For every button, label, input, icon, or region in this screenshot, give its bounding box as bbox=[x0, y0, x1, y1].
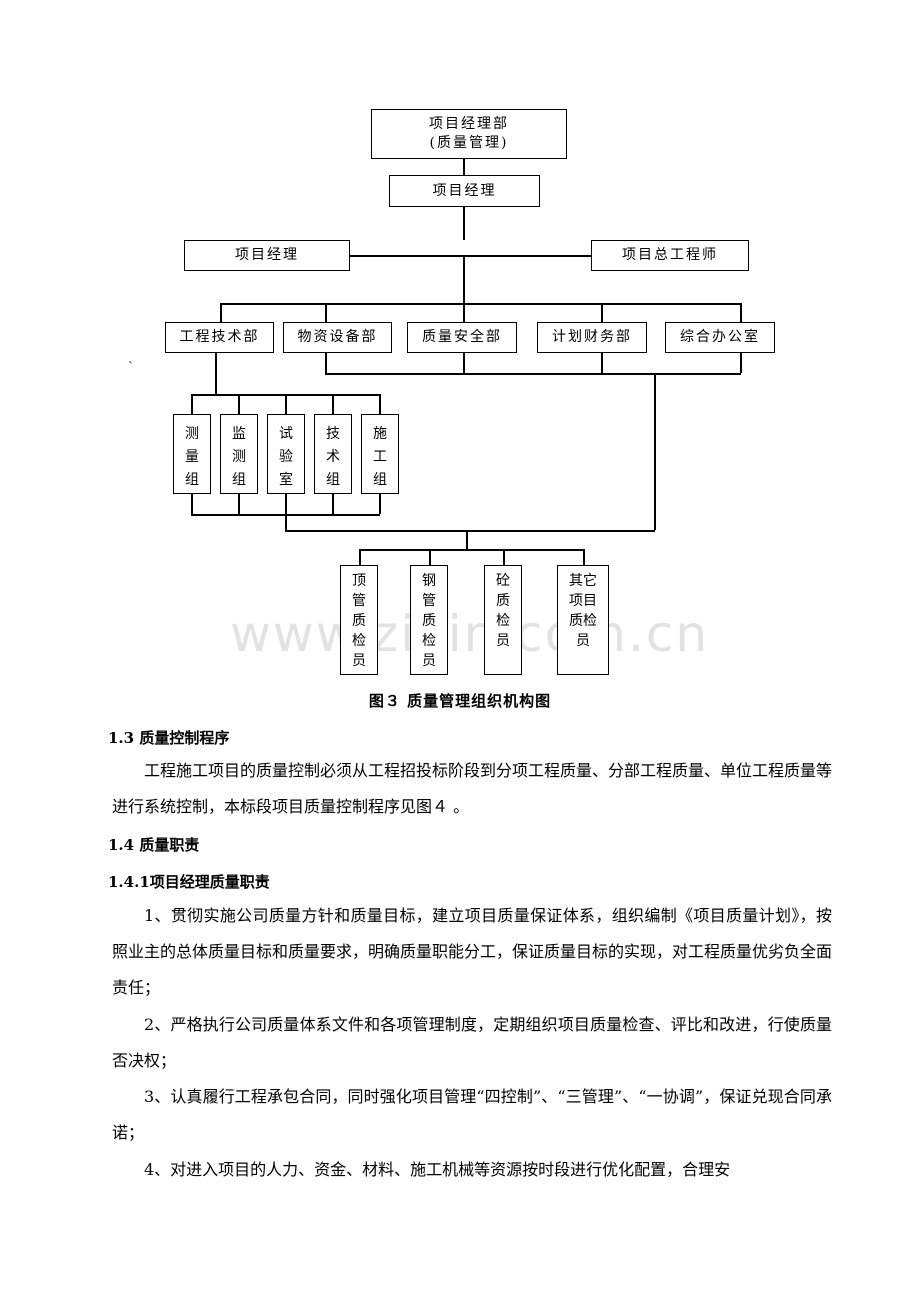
connector bbox=[463, 303, 465, 322]
connector bbox=[332, 394, 334, 414]
org-box-project-department: 项目经理部 (质量管理) bbox=[371, 109, 567, 159]
org-box-dept-engineering: 工程技术部 bbox=[165, 322, 274, 353]
connector bbox=[285, 494, 287, 530]
connector bbox=[215, 353, 217, 394]
connector bbox=[466, 530, 468, 549]
heading-1-4-1: 1.4.1项目经理质量职责 bbox=[108, 873, 270, 891]
org-box-dept-planning-finance: 计划财务部 bbox=[537, 322, 647, 353]
list-item-3: 3、认真履行工程承包合同，同时强化项目管理“四控制”、“三管理”、“一协调”，保… bbox=[112, 1087, 832, 1142]
connector bbox=[463, 207, 465, 240]
connector bbox=[359, 549, 584, 551]
connector bbox=[379, 394, 381, 414]
org-box-chief-engineer: 项目总工程师 bbox=[591, 240, 749, 271]
connector bbox=[503, 549, 505, 565]
connector bbox=[238, 394, 240, 414]
org-box-level2-manager: 项目经理 bbox=[184, 240, 350, 271]
connector bbox=[654, 373, 656, 530]
figure-caption: 图３ 质量管理组织机构图 bbox=[368, 692, 552, 710]
org-box-inspector-pipe-jacking: 顶 管 质 检 员 bbox=[340, 565, 378, 675]
list-item-2: 2、严格执行公司质量体系文件和各项管理制度，定期组织项目质量检查、评比和改进，行… bbox=[112, 1015, 832, 1070]
connector bbox=[238, 494, 240, 514]
connector bbox=[740, 303, 742, 322]
connector bbox=[583, 549, 585, 565]
connector bbox=[220, 303, 222, 322]
watermark: www.zixin.com.cn bbox=[230, 605, 710, 663]
connector bbox=[601, 353, 603, 373]
org-box-dept-quality-safety: 质量安全部 bbox=[407, 322, 517, 353]
org-box-inspector-other: 其它 项目 质检 员 bbox=[557, 565, 609, 675]
connector bbox=[601, 303, 603, 322]
connector bbox=[332, 494, 334, 514]
org-box-project-department-line2: (质量管理) bbox=[429, 135, 509, 151]
connector bbox=[285, 394, 287, 414]
org-box-group-construction: 施 工 组 bbox=[361, 414, 399, 494]
connector bbox=[463, 353, 465, 373]
org-box-dept-materials: 物资设备部 bbox=[283, 322, 392, 353]
connector bbox=[191, 494, 193, 514]
org-box-project-department-line1: 项目经理部 bbox=[429, 116, 509, 133]
heading-1-3: 1.3 质量控制程序 bbox=[108, 729, 230, 747]
org-box-group-monitoring: 监 测 组 bbox=[220, 414, 258, 494]
connector bbox=[191, 394, 193, 414]
org-box-inspector-steel-pipe: 钢 管 质 检 员 bbox=[410, 565, 448, 675]
connector bbox=[285, 530, 655, 532]
connector bbox=[463, 159, 465, 175]
connector bbox=[325, 353, 327, 373]
connector bbox=[350, 255, 591, 257]
connector bbox=[220, 303, 741, 305]
connector bbox=[429, 549, 431, 565]
connector bbox=[463, 255, 465, 303]
stray-mark: ` bbox=[128, 360, 134, 374]
org-box-project-manager: 项目经理 bbox=[389, 175, 540, 207]
org-box-inspector-concrete: 砼 质 检 员 bbox=[484, 565, 522, 675]
connector bbox=[191, 514, 380, 516]
org-box-group-lab: 试 验 室 bbox=[267, 414, 305, 494]
heading-1-4: 1.4 质量职责 bbox=[108, 836, 200, 854]
list-item-4: 4、对进入项目的人力、资金、材料、施工机械等资源按时段进行优化配置，合理安 bbox=[144, 1160, 731, 1179]
connector bbox=[740, 353, 742, 373]
connector bbox=[325, 303, 327, 322]
connector bbox=[359, 549, 361, 565]
list-item-1: 1、贯彻实施公司质量方针和质量目标，建立项目质量保证体系，组织编制《项目质量计划… bbox=[112, 906, 833, 997]
paragraph-1-3: 工程施工项目的质量控制必须从工程招投标阶段到分项工程质量、分部工程质量、单位工程… bbox=[112, 761, 833, 816]
org-box-dept-general-office: 综合办公室 bbox=[665, 322, 775, 353]
org-box-group-survey: 测 量 组 bbox=[173, 414, 211, 494]
connector bbox=[379, 494, 381, 514]
org-box-group-technical: 技 术 组 bbox=[314, 414, 352, 494]
connector bbox=[325, 373, 741, 375]
